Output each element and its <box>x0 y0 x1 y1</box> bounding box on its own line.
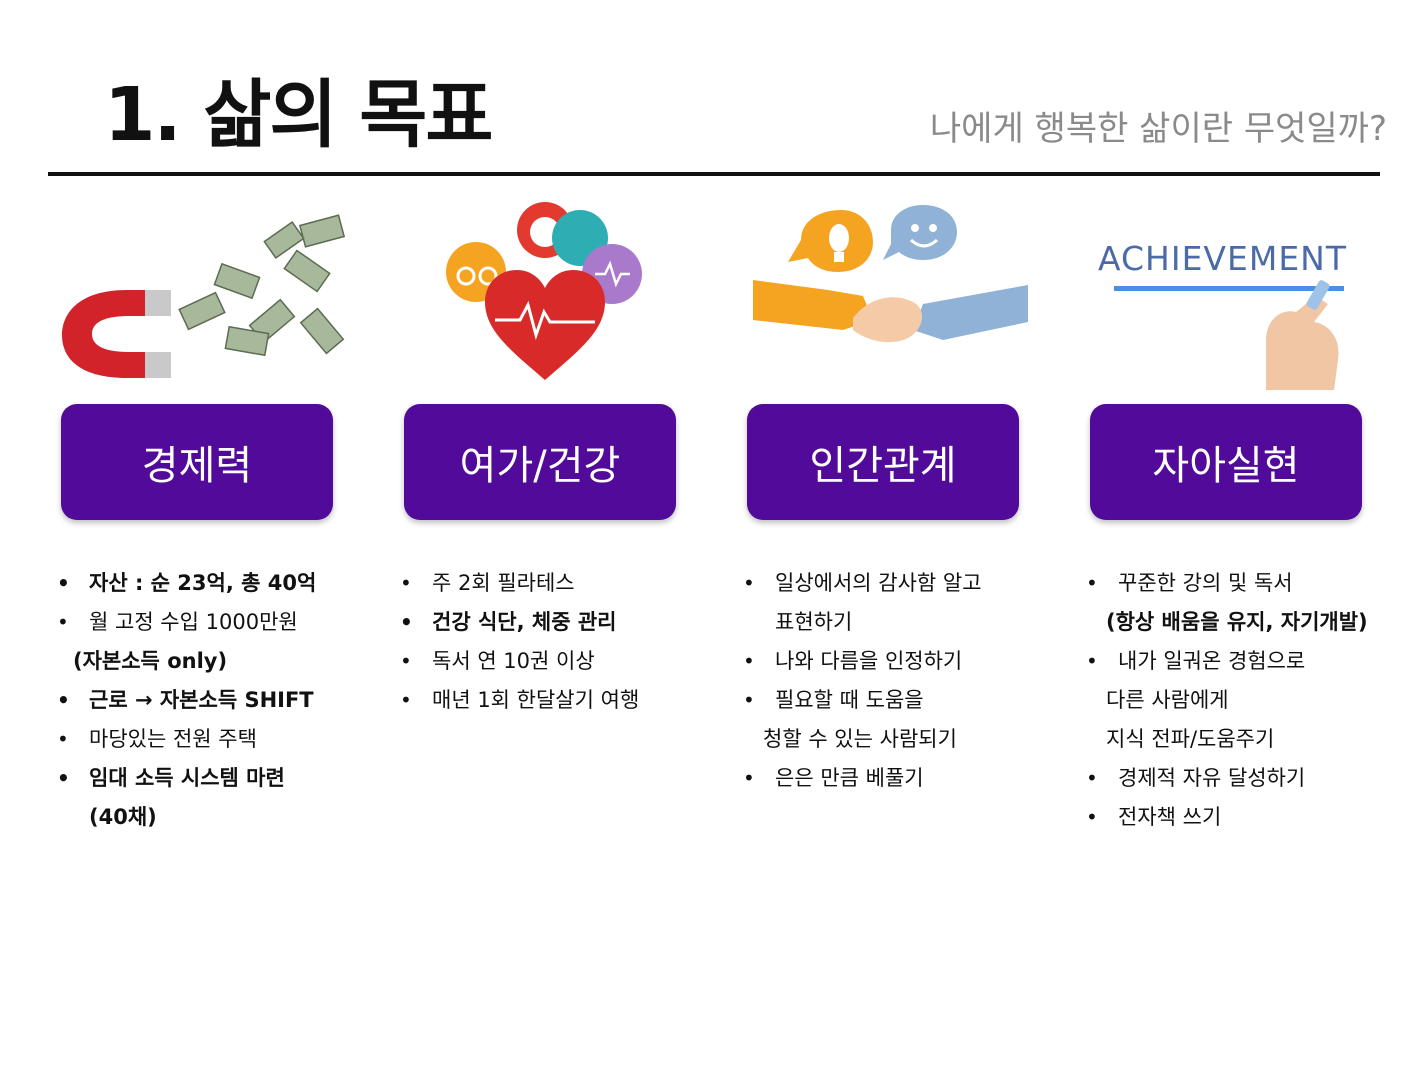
list-item-continuation: 청할 수 있는 사람되기 <box>763 727 957 751</box>
list-item: •월 고정 수입 1000만원 <box>47 603 392 642</box>
magnet-money-icon <box>62 214 346 378</box>
list-item: •임대 소득 시스템 마련 <box>47 759 392 798</box>
heart-apple-bike-icon <box>446 202 642 380</box>
achievement-word: ACHIEVEMENT <box>1098 239 1347 278</box>
bullet-icon: • <box>1086 649 1098 673</box>
bullet-icon: • <box>1086 805 1098 829</box>
list-item: •은은 만큼 베풀기 <box>733 759 1078 798</box>
bullet-icon: • <box>1086 766 1098 790</box>
bullet-icon: • <box>57 571 70 595</box>
list-item-continuation: 표현하기 <box>775 610 853 634</box>
list-item: •전자책 쓰기 <box>1076 798 1421 837</box>
handshake-speech-icon <box>753 205 1028 343</box>
bullet-icon: • <box>57 766 70 790</box>
list-item: •독서 연 10권 이상 <box>390 642 735 681</box>
heading-relations: 인간관계 <box>747 404 1019 520</box>
list-item-continuation: (40채) <box>89 805 157 829</box>
list-item: •근로 → 자본소득 SHIFT <box>47 681 392 720</box>
bullet-icon: • <box>57 610 69 634</box>
heading-self: 자아실현 <box>1090 404 1362 520</box>
economy-goal-list: •자산 : 순 23억, 총 40억 •월 고정 수입 1000만원 (자본소득… <box>47 564 392 837</box>
list-item-continuation: (항상 배움을 유지, 자기개발) <box>1106 610 1368 634</box>
list-item: •필요할 때 도움을 <box>733 681 1078 720</box>
self-goal-list: •꾸준한 강의 및 독서 (항상 배움을 유지, 자기개발) •내가 일궈온 경… <box>1076 564 1421 837</box>
health-goal-list: •주 2회 필라테스 •건강 식단, 체중 관리 •독서 연 10권 이상 •매… <box>390 564 735 720</box>
relations-goal-list: •일상에서의 감사함 알고 표현하기 •나와 다름을 인정하기 •필요할 때 도… <box>733 564 1078 798</box>
bullet-icon: • <box>1086 571 1098 595</box>
list-item-continuation: 다른 사람에게 <box>1106 688 1229 712</box>
bullet-icon: • <box>400 610 413 634</box>
bullet-icon: • <box>743 571 755 595</box>
page-subtitle: 나에게 행복한 삶이란 무엇일까? <box>929 109 1387 149</box>
list-item: •나와 다름을 인정하기 <box>733 642 1078 681</box>
list-item: •일상에서의 감사함 알고 <box>733 564 1078 603</box>
list-item: •마당있는 전원 주택 <box>47 720 392 759</box>
bullet-icon: • <box>57 688 70 712</box>
bullet-icon: • <box>400 688 412 712</box>
bullet-icon: • <box>400 571 412 595</box>
list-item: •내가 일궈온 경험으로 <box>1076 642 1421 681</box>
title-divider <box>48 172 1380 176</box>
heading-health: 여가/건강 <box>404 404 676 520</box>
heading-economy: 경제력 <box>61 404 333 520</box>
list-item: •꾸준한 강의 및 독서 <box>1076 564 1421 603</box>
bullet-icon: • <box>743 766 755 790</box>
list-item: •주 2회 필라테스 <box>390 564 735 603</box>
list-item-continuation: 지식 전파/도움주기 <box>1106 727 1275 751</box>
list-item-continuation: (자본소득 only) <box>73 649 228 673</box>
list-item: •매년 1회 한달살기 여행 <box>390 681 735 720</box>
bullet-icon: • <box>743 688 755 712</box>
bullet-icon: • <box>743 649 755 673</box>
list-item: •건강 식단, 체중 관리 <box>390 603 735 642</box>
bullet-icon: • <box>57 727 69 751</box>
page-title: 1. 삶의 목표 <box>104 72 493 158</box>
hand-writing-icon: ACHIEVEMENT <box>1098 239 1347 390</box>
bullet-icon: • <box>400 649 412 673</box>
list-item: •경제적 자유 달성하기 <box>1076 759 1421 798</box>
list-item: •자산 : 순 23억, 총 40억 <box>47 564 392 603</box>
